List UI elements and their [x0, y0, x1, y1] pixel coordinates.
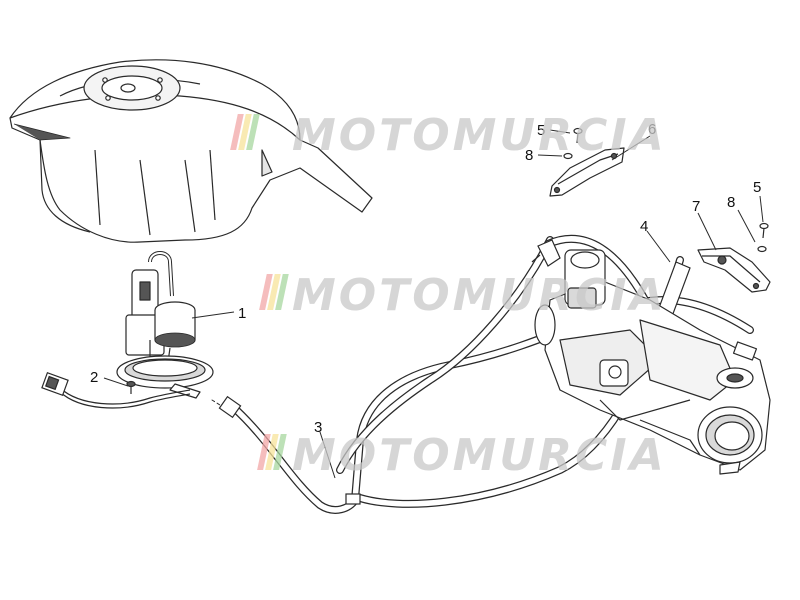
- callout-part-8-b: 8: [727, 194, 735, 211]
- wiring-harness: [41, 371, 191, 409]
- watermark-stripe-green: [275, 274, 289, 310]
- watermark-stripe-red: [230, 114, 244, 150]
- watermark-stripe-yellow: [238, 114, 252, 150]
- watermark-text: MOTOMURCIA: [292, 110, 667, 161]
- callout-part-2: 2: [90, 369, 98, 386]
- screw-part-5-b: [759, 222, 769, 239]
- screw-part-2: [126, 380, 136, 394]
- callout-part-4: 4: [640, 218, 648, 235]
- watermark-stripe-yellow: [265, 434, 279, 470]
- bracket-part-7: [697, 247, 771, 293]
- watermark-stripe-green: [246, 114, 260, 150]
- callout-part-7: 7: [692, 198, 700, 215]
- watermark-top: MOTOMURCIA: [230, 110, 667, 161]
- watermark-bottom: MOTOMURCIA: [257, 430, 667, 481]
- hose-clip: [531, 239, 561, 267]
- watermark-stripe-red: [257, 434, 271, 470]
- watermark-middle: MOTOMURCIA: [259, 270, 667, 321]
- watermark-text: MOTOMURCIA: [292, 430, 667, 481]
- callout-part-5-a: 5: [537, 122, 545, 139]
- watermark-stripe-green: [273, 434, 287, 470]
- washer-part-8-a: [563, 152, 573, 160]
- callout-part-8-a: 8: [525, 147, 533, 164]
- washer-part-8-b: [757, 245, 767, 253]
- callout-part-5-b: 5: [753, 179, 761, 196]
- leader-lines: [103, 129, 764, 479]
- callout-part-6: 6: [648, 121, 656, 138]
- callout-part-3: 3: [314, 419, 322, 436]
- watermark-stripe-red: [259, 274, 273, 310]
- fuel-tank: [9, 59, 373, 243]
- screw-part-5-a: [573, 127, 583, 144]
- watermark-text: MOTOMURCIA: [292, 270, 667, 321]
- fuel-pump-assembly: [116, 251, 214, 399]
- throttle-body: [534, 249, 771, 475]
- watermark-stripe-yellow: [267, 274, 281, 310]
- callout-labels: 1 2 3 4 5 5 6 7 8 8: [90, 121, 761, 436]
- callout-part-1: 1: [238, 305, 246, 322]
